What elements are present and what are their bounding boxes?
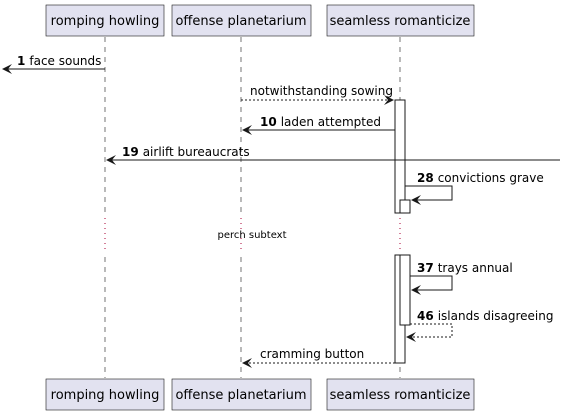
message-5: 28 convictions grave xyxy=(405,171,544,205)
activation-bar-nested-1 xyxy=(399,199,411,214)
message-7-text: islands disagreeing xyxy=(438,309,554,323)
message-1-number: 1 xyxy=(17,54,25,68)
message-6-number: 37 xyxy=(417,261,434,275)
participant-seamless-romanticize-bottom[interactable]: seamless romanticize xyxy=(326,378,475,411)
activation-bar-main-1 xyxy=(394,99,406,214)
svg-text:offense planetarium: offense planetarium xyxy=(175,388,306,403)
participant-romping-howling-top[interactable]: romping howling xyxy=(45,4,165,37)
message-7: 46 islands disagreeing xyxy=(406,309,553,342)
message-1: 1 face sounds xyxy=(2,54,105,74)
svg-text:romping howling: romping howling xyxy=(51,14,160,29)
message-5-text: convictions grave xyxy=(438,171,544,185)
participant-seamless-romanticize-top[interactable]: seamless romanticize xyxy=(326,4,475,37)
message-4-number: 19 xyxy=(122,145,139,159)
activation-bar-nested-2 xyxy=(399,254,411,326)
message-3-number: 10 xyxy=(260,115,277,129)
svg-text:romping howling: romping howling xyxy=(51,388,160,403)
message-2-text: notwithstanding sowing xyxy=(250,84,393,98)
message-8-text: cramming button xyxy=(260,347,364,361)
message-1-text: face sounds xyxy=(29,54,101,68)
message-3-text: laden attempted xyxy=(281,115,381,129)
message-2: notwithstanding sowing xyxy=(241,84,394,105)
message-6-text: trays annual xyxy=(438,261,513,275)
participant-offense-planetarium-bottom[interactable]: offense planetarium xyxy=(171,378,312,411)
message-4-text: airlift bureaucrats xyxy=(143,145,250,159)
divider-mask xyxy=(0,215,563,253)
message-4: 19 airlift bureaucrats xyxy=(106,145,560,165)
message-8: cramming button xyxy=(242,347,395,368)
participant-romping-howling-bottom[interactable]: romping howling xyxy=(45,378,165,411)
svg-text:seamless romanticize: seamless romanticize xyxy=(330,388,471,403)
svg-text:offense planetarium: offense planetarium xyxy=(175,14,306,29)
message-5-number: 28 xyxy=(417,171,434,185)
message-6: 37 trays annual xyxy=(410,261,513,295)
participant-offense-planetarium-top[interactable]: offense planetarium xyxy=(171,4,312,37)
divider-label: perch subtext xyxy=(217,230,286,241)
message-3: 10 laden attempted xyxy=(242,115,395,135)
message-7-number: 46 xyxy=(417,309,434,323)
svg-text:seamless romanticize: seamless romanticize xyxy=(330,14,471,29)
